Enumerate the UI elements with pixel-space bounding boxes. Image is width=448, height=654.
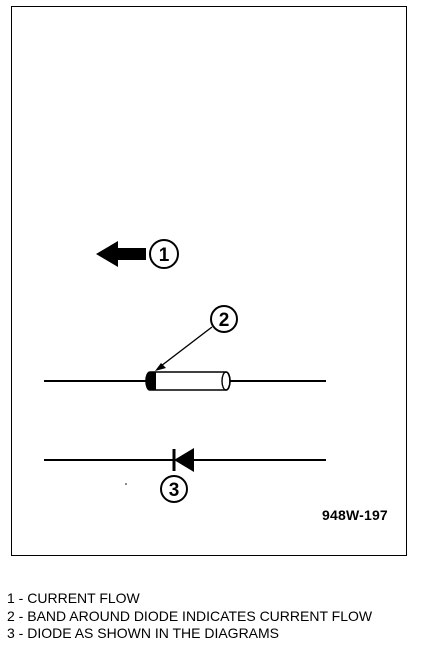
legend-item-1: 1 - CURRENT FLOW <box>7 590 372 608</box>
callout-3-label: 3 <box>169 480 180 501</box>
callout-1-label: 1 <box>159 245 170 266</box>
legend-separator: - <box>14 590 28 606</box>
scan-speck <box>125 483 127 485</box>
legend-item-number: 2 <box>7 607 15 624</box>
legend-item-text: CURRENT FLOW <box>27 590 140 606</box>
legend-item-text: BAND AROUND DIODE INDICATES CURRENT FLOW <box>27 607 373 624</box>
figure-code: 948W-197 <box>322 507 388 523</box>
diode-band <box>146 372 156 390</box>
callout-2-label: 2 <box>219 310 230 331</box>
legend: 1 - CURRENT FLOW 2 - BAND AROUND DIODE I… <box>7 590 372 643</box>
callout-2-leader-arrowhead <box>155 363 166 371</box>
diode-diagram: 1 2 3 <box>44 239 326 503</box>
current-flow-arrow <box>96 241 146 267</box>
callout-1-circle <box>149 239 179 269</box>
legend-item-text: DIODE AS SHOWN IN THE DIAGRAMS <box>27 625 280 641</box>
diode-end-cap <box>221 371 231 391</box>
legend-separator: - <box>14 607 28 624</box>
diagram-frame <box>11 6 407 556</box>
diode-symbol-triangle <box>174 448 194 472</box>
callout-3-circle <box>160 475 188 503</box>
legend-item-2: 2 - BAND AROUND DIODE INDICATES CURRENT … <box>7 608 372 626</box>
legend-item-number: 3 <box>7 625 15 641</box>
callout-2-leader <box>160 326 213 367</box>
diode-body <box>145 371 231 391</box>
legend-item-3: 3 - DIODE AS SHOWN IN THE DIAGRAMS <box>7 625 372 643</box>
legend-item-number: 1 <box>7 590 15 606</box>
callout-2-circle <box>210 305 238 333</box>
legend-separator: - <box>14 625 28 641</box>
